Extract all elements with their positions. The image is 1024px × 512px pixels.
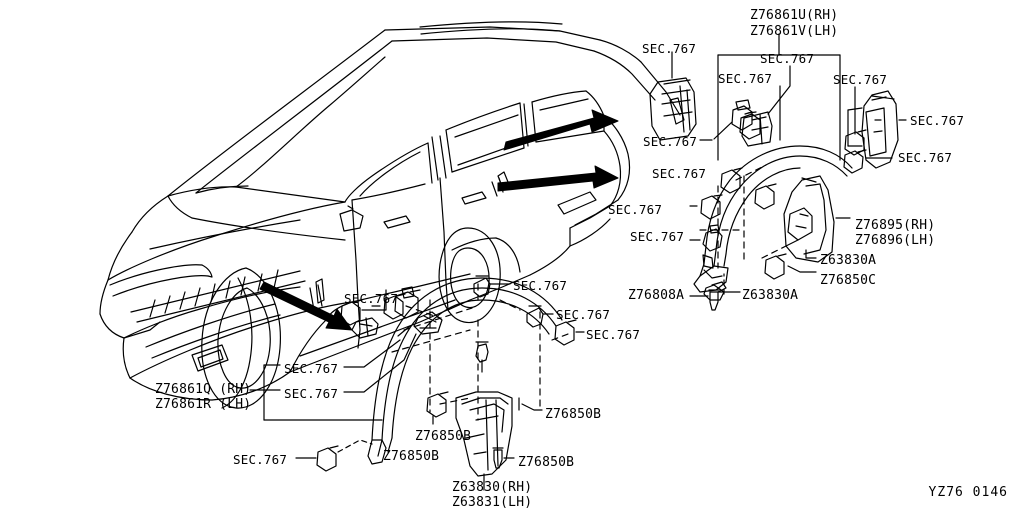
sec-label-4: SEC.767 bbox=[833, 72, 888, 87]
part-label-z76850b-2: Z76850B bbox=[415, 429, 472, 444]
part-label-z76850c: Z76850C bbox=[820, 273, 877, 288]
sec-label-13: SEC.767 bbox=[556, 307, 611, 322]
sec-label-15: SEC.767 bbox=[284, 361, 339, 376]
sec-label-1: SEC.767 bbox=[642, 41, 697, 56]
part-label-z76861r: Z76861R (LH) bbox=[155, 397, 252, 412]
detail-mid-right-arch bbox=[689, 145, 853, 311]
part-label-z63830a-right: Z63830A bbox=[820, 253, 877, 268]
part-label-z76861q: Z76861Q (RH) bbox=[155, 382, 252, 397]
part-label-z76861u: Z76861U(RH) bbox=[750, 8, 839, 23]
part-label-z76850b-4: Z76850B bbox=[518, 455, 575, 470]
part-label-z76895: Z76895(RH) bbox=[855, 218, 936, 233]
part-label-z76896: Z76896(LH) bbox=[855, 233, 936, 248]
part-label-z76850b-1: Z76850B bbox=[545, 407, 602, 422]
sec-label-17: SEC.767 bbox=[233, 452, 288, 467]
sec-label-12: SEC.767 bbox=[344, 291, 399, 306]
sec-label-10: SEC.767 bbox=[630, 229, 685, 244]
sec-label-8: SEC.767 bbox=[652, 166, 707, 181]
detail-upper-right bbox=[649, 33, 907, 174]
sec-label-6: SEC.767 bbox=[643, 134, 698, 149]
part-label-z63830: Z63830(RH) bbox=[452, 480, 533, 495]
sec-label-9: SEC.767 bbox=[608, 202, 663, 217]
sec-label-7: SEC.767 bbox=[898, 150, 953, 165]
sec-label-14: SEC.767 bbox=[586, 327, 641, 342]
callout-arrows bbox=[259, 109, 619, 331]
part-label-z63830a-mid: Z63830A bbox=[742, 288, 799, 303]
detail-lower-left-arch bbox=[249, 275, 585, 491]
sec-label-16: SEC.767 bbox=[284, 386, 339, 401]
sec-label-2: SEC.767 bbox=[760, 51, 815, 66]
part-label-z76850b-3: Z76850B bbox=[383, 449, 440, 464]
part-label-z76808a: Z76808A bbox=[628, 288, 685, 303]
sec-label-3: SEC.767 bbox=[718, 71, 773, 86]
vehicle-illustration bbox=[99, 21, 681, 409]
sec-label-11: SEC.767 bbox=[513, 278, 568, 293]
diagram-code: YZ76 0146 bbox=[928, 485, 1008, 500]
sec-label-5: SEC.767 bbox=[910, 113, 965, 128]
part-label-z63831: Z63831(LH) bbox=[452, 495, 533, 510]
part-label-z76861v: Z76861V(LH) bbox=[750, 24, 839, 39]
